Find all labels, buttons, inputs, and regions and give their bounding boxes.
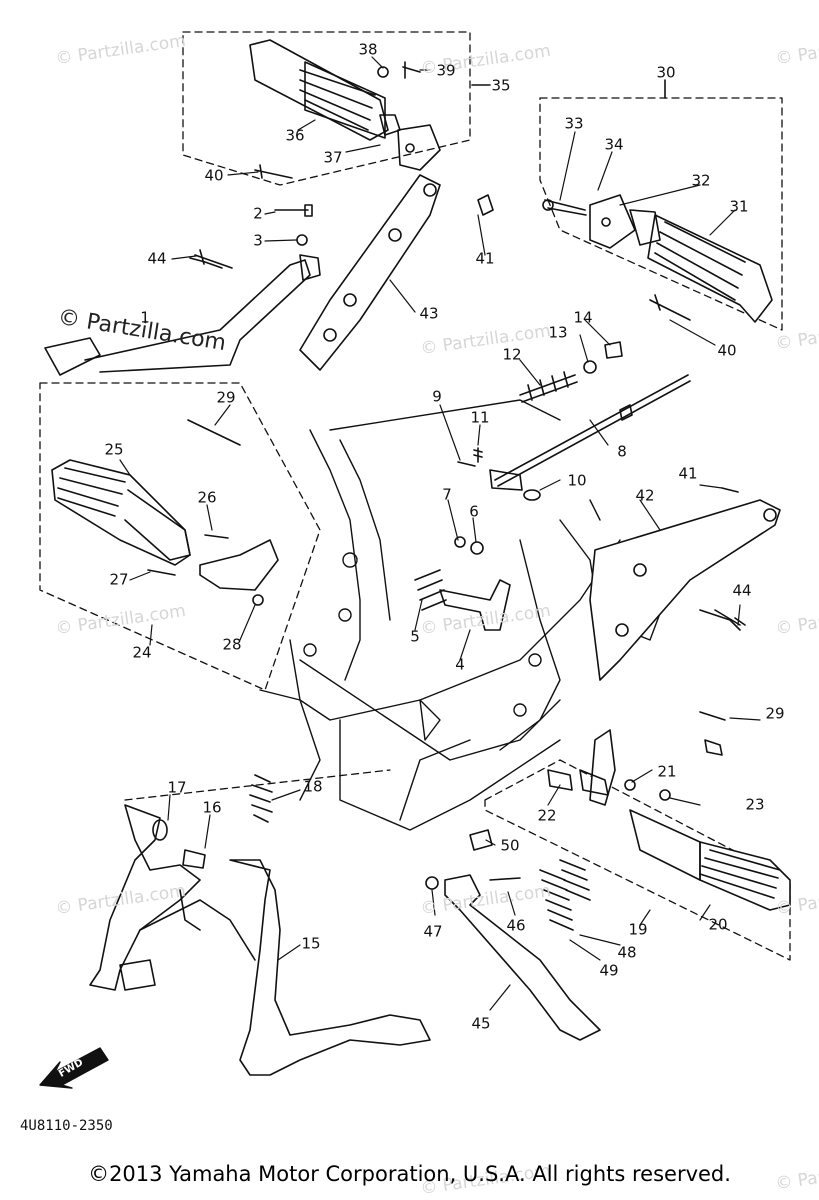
part-number: 39 [436,61,456,80]
right-footrest-20 [547,729,791,911]
part-number: 49 [599,961,619,980]
part-number: 33 [564,114,584,133]
part-number: 44 [732,581,752,600]
part-number: 2 [253,204,263,223]
part-number: 18 [303,777,323,796]
part-number: 38 [358,40,378,59]
part-number: 31 [729,197,749,216]
part-number: 12 [502,345,522,364]
part-number: 40 [204,166,224,185]
part-number: 37 [323,148,343,167]
center-stand-15 [89,774,431,1076]
part-number: 7 [442,485,452,504]
part-number: 3 [253,231,263,250]
part-number: 32 [691,171,711,190]
part-number: 45 [471,1014,491,1033]
part-number: 41 [678,464,698,483]
part-number: 9 [432,387,442,406]
copyright-notice: ©2013 Yamaha Motor Corporation, U.S.A. A… [88,1162,731,1186]
brake-rod-8 [457,341,691,501]
brake-pedal-1 [44,254,321,376]
side-stand-45 [425,829,601,1041]
part-number: 27 [109,570,129,589]
part-number: 26 [197,488,217,507]
assembly-box-35 [182,31,471,186]
part-number: 48 [617,943,637,962]
part-number: 25 [104,440,124,459]
leaders [119,56,761,1011]
part-number: 1 [140,308,150,327]
rear-footrest-35 [249,39,441,171]
part-number: 6 [469,502,479,521]
part-number: 29 [765,704,785,723]
assembly-box-19 [484,759,791,961]
assembly-box-30 [539,97,783,331]
drawing-code: 4U8110-2350 [20,1118,113,1134]
shaft-4 [414,536,511,631]
part-number: 15 [301,934,321,953]
part-number: 17 [167,778,187,797]
assembly-box-24 [39,382,321,691]
part-number: 10 [567,471,587,490]
part-number: 20 [708,915,728,934]
fasteners [194,61,746,721]
part-number: 24 [132,643,152,662]
assembly-box-15 [124,769,391,801]
part-number: 4 [455,655,465,674]
rear-footrest-30 [542,194,773,323]
part-number: 16 [202,798,222,817]
part-number: 13 [548,323,568,342]
part-number: 8 [617,442,627,461]
part-number: 43 [419,304,439,323]
part-number: 42 [635,486,655,505]
bracket-43 [299,174,494,371]
part-number: 47 [423,922,443,941]
plate-42 [589,487,781,681]
part-number: 28 [222,635,242,654]
part-number: 21 [657,762,677,781]
part-number: 19 [628,920,648,939]
part-number: 35 [491,76,511,95]
part-number: 29 [216,388,236,407]
part-number: 46 [506,916,526,935]
front-footrest-25 [51,419,279,606]
part-number: 11 [470,408,490,427]
part-number: 50 [500,836,520,855]
part-number: 41 [475,249,495,268]
part-number: 23 [745,795,765,814]
part-number: 14 [573,308,593,327]
part-number: 44 [147,249,167,268]
part-number: 34 [604,135,624,154]
part-number: 22 [537,806,557,825]
fwd-arrow-icon [39,1047,109,1089]
part-number: 36 [285,126,305,145]
part-number: 30 [656,63,676,82]
part-number: 5 [410,627,420,646]
part-number: 40 [717,341,737,360]
